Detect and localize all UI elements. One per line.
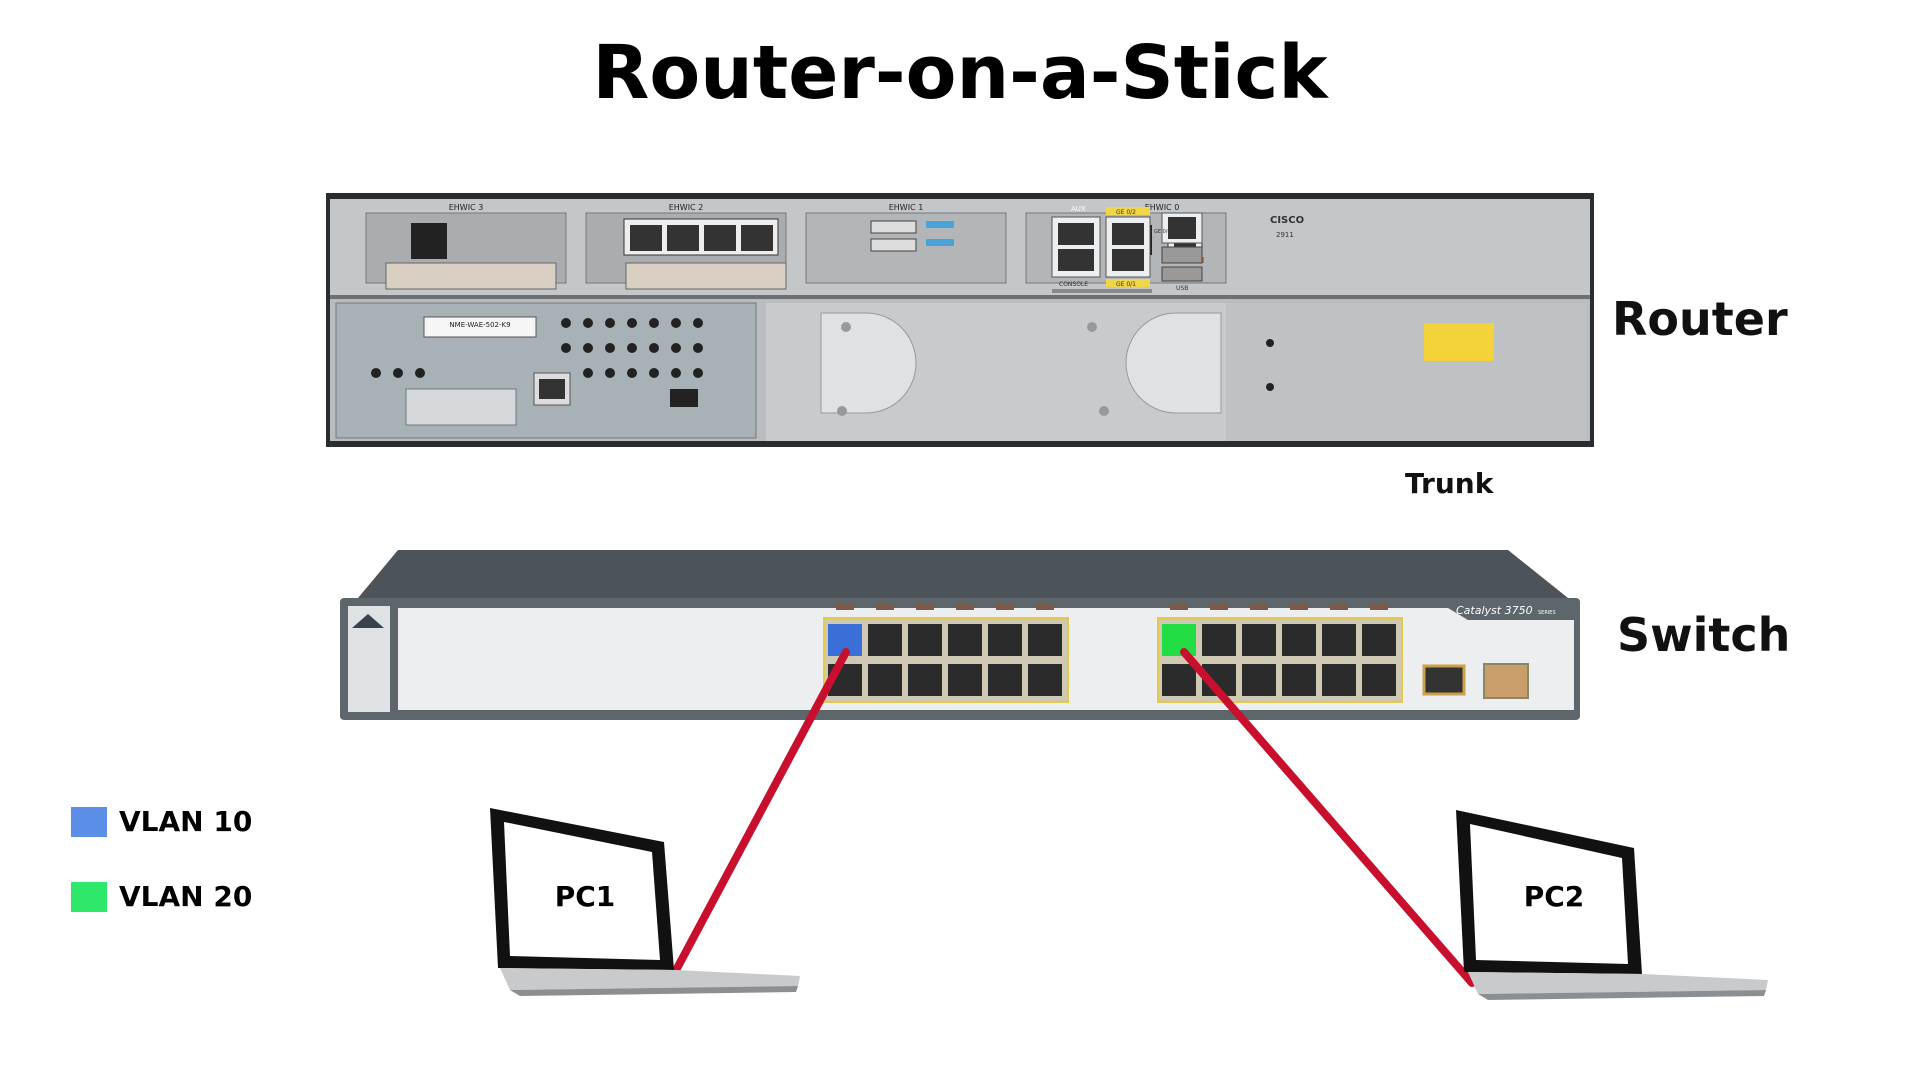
port-led: [1170, 604, 1188, 610]
ehwic-slot: EHWIC 2: [585, 203, 787, 290]
svg-text:AUX: AUX: [1071, 205, 1086, 213]
blank-slot-cover: [766, 303, 1586, 441]
port-led: [996, 604, 1014, 610]
console-ports: AUX CONSOLE: [1051, 205, 1101, 288]
switch-port: [1202, 624, 1236, 656]
router-model: 2911: [1276, 231, 1294, 239]
cable-pc2: [1180, 648, 1476, 987]
switch-port: [1322, 624, 1356, 656]
pc1-laptop: [490, 808, 800, 996]
switch-port: [948, 624, 982, 656]
switch-port: [1362, 624, 1396, 656]
svg-text:GE 0/2: GE 0/2: [1116, 209, 1136, 216]
port-led: [1330, 604, 1348, 610]
router-label: Router: [1612, 292, 1788, 346]
gigabit-ports: GE 0/2 GE 0/1 GE 0/0 USB: [1105, 207, 1203, 292]
svg-text:SERIES: SERIES: [1538, 610, 1556, 616]
port-led: [876, 604, 894, 610]
switch-port: [868, 624, 902, 656]
legend-swatch-vlan10: [71, 807, 107, 837]
port-led: [1290, 604, 1308, 610]
switch-port: [1242, 664, 1276, 696]
switch-port: [908, 664, 942, 696]
cable-pc1: [670, 648, 850, 978]
switch-port: [1362, 664, 1396, 696]
switch-port: [948, 664, 982, 696]
switch-port: [988, 624, 1022, 656]
slot-label: EHWIC 0: [1145, 203, 1180, 212]
switch-label: Switch: [1617, 608, 1791, 662]
svg-text:GE 0/0: GE 0/0: [1154, 229, 1171, 235]
slot-label: EHWIC 3: [449, 203, 484, 212]
slot-label: EHWIC 2: [669, 203, 704, 212]
legend-label-vlan20: VLAN 20: [119, 880, 253, 913]
ehwic-slot: EHWIC 3: [365, 203, 567, 290]
legend-label-vlan10: VLAN 10: [119, 805, 253, 838]
port-led: [1210, 604, 1228, 610]
page-title: Router-on-a-Stick: [592, 30, 1328, 116]
port-led: [916, 604, 934, 610]
switch-port: [1242, 624, 1276, 656]
switch-port: [1322, 664, 1356, 696]
svg-text:USB: USB: [1176, 285, 1188, 292]
switch-model: Catalyst 3750: [1456, 604, 1533, 617]
switch-port: [988, 664, 1022, 696]
pc1-label: PC1: [554, 880, 616, 913]
switch-port: [1028, 624, 1062, 656]
port-led: [956, 604, 974, 610]
port-led: [1370, 604, 1388, 610]
port-led: [836, 604, 854, 610]
switch-port: [1282, 624, 1316, 656]
svg-text:GE 0/1: GE 0/1: [1116, 281, 1136, 288]
cisco-logo: CISCO: [1270, 215, 1304, 226]
ehwic-slot: EHWIC 1: [805, 203, 1007, 284]
port-led: [1036, 604, 1054, 610]
slot-label: EHWIC 1: [889, 203, 924, 212]
svg-text:CONSOLE: CONSOLE: [1059, 281, 1088, 288]
switch-device: Catalyst 3750 SERIES: [340, 550, 1580, 720]
switch-port: [868, 664, 902, 696]
switch-port: [1162, 664, 1196, 696]
switch-port-vlan20: [1162, 624, 1196, 656]
legend-swatch-vlan20: [71, 882, 107, 912]
switch-port: [1028, 664, 1062, 696]
switch-port: [1282, 664, 1316, 696]
router-device: EHWIC 3 EHWIC 2 EHWIC 1 EHWIC 0 AUX CONS…: [326, 193, 1594, 447]
network-module: NME-WAE-502-K9: [335, 302, 757, 439]
port-led: [1250, 604, 1268, 610]
pc2-laptop: [1456, 810, 1768, 1000]
trunk-label: Trunk: [1405, 467, 1494, 500]
svg-text:NME-WAE-502-K9: NME-WAE-502-K9: [449, 321, 510, 329]
pc2-label: PC2: [1523, 880, 1585, 913]
switch-port: [908, 624, 942, 656]
